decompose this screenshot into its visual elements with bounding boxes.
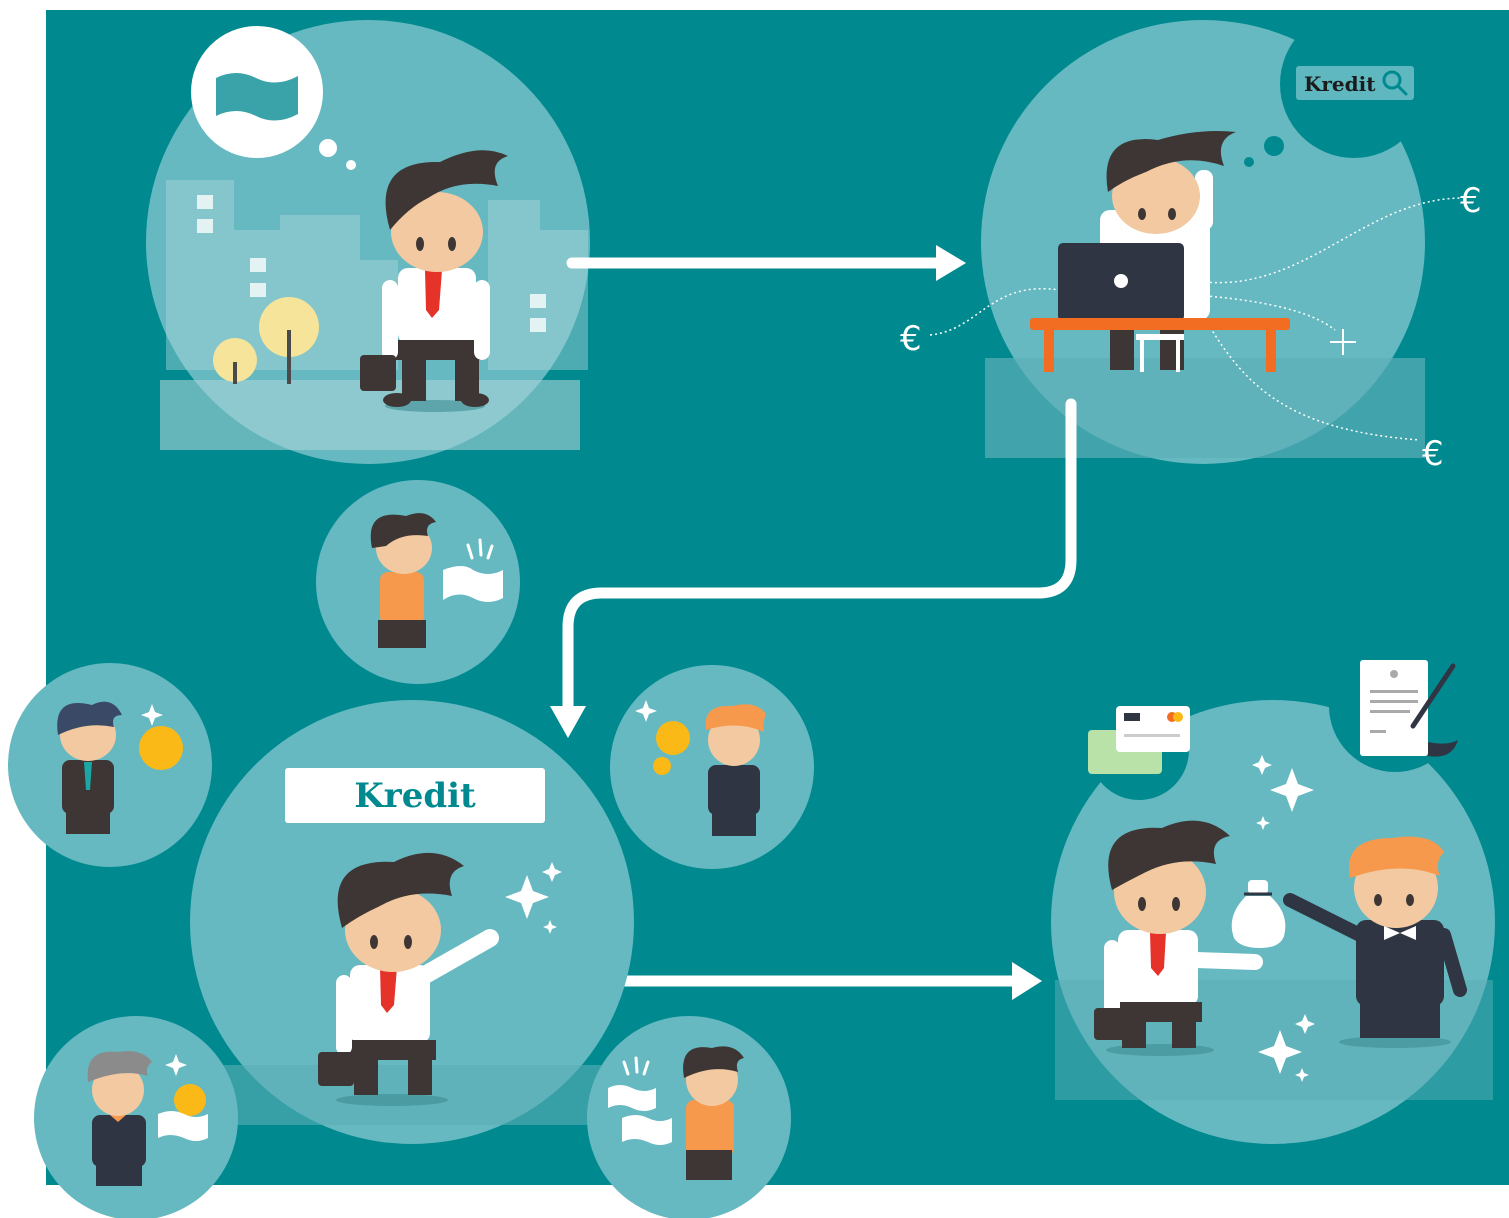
banknote-icon [443, 566, 503, 602]
briefcase-icon [360, 355, 396, 391]
banknote-icon [158, 1111, 208, 1141]
coin-icon [139, 726, 183, 770]
businessman-thinking [360, 150, 508, 412]
kredit-banner [285, 768, 545, 823]
arrow-down-path [562, 398, 1077, 718]
sparkle-icon [1252, 755, 1315, 1082]
money-bag-icon [1231, 880, 1286, 948]
dotted-connection-lines [929, 197, 1461, 441]
bubble-orange-shirt-two-notes [587, 1016, 791, 1218]
scene-searching: Kredit € € € [900, 10, 1482, 474]
euro-symbol: € [900, 319, 922, 359]
euro-symbol: € [1422, 434, 1444, 474]
sparkle-icon [505, 862, 562, 934]
building-windows [197, 195, 546, 332]
city-skyline [166, 180, 588, 370]
banknote-icon [216, 73, 298, 121]
scene-receiving-money [1051, 640, 1495, 1144]
coin-icon [656, 721, 690, 755]
pen-icon [1410, 663, 1456, 729]
scene-kredit: Kredit [190, 700, 634, 1144]
credit-card-icon [1088, 706, 1190, 774]
banknote-icon [608, 1085, 656, 1111]
plus-sparkle [1330, 329, 1356, 355]
briefcase-icon [1094, 1008, 1128, 1040]
briefcase-icon [318, 1052, 354, 1086]
euro-symbol: € [1460, 181, 1482, 221]
bubble-gray-hair-coin [34, 1016, 238, 1218]
flow-arrows [550, 245, 1077, 1000]
contract-icon [1360, 660, 1458, 757]
coin-icon [653, 757, 671, 775]
banker-giving-money [1283, 836, 1467, 1048]
scene-thinking [146, 20, 590, 464]
bubble-coin-man [8, 663, 212, 867]
desk [1030, 318, 1290, 372]
search-icon [1382, 70, 1408, 96]
businessman-celebrating [318, 852, 499, 1106]
bubble-orange-hair-coins [610, 665, 814, 869]
search-label: Kredit [1304, 72, 1376, 96]
businessman-at-laptop [1058, 131, 1236, 370]
businessman-receiving [1094, 820, 1263, 1056]
banknote-icon [622, 1115, 672, 1145]
coin-icon [174, 1084, 206, 1116]
bubble-orange-shirt-banknote [316, 480, 520, 684]
kredit-banner-label: Kredit [354, 776, 476, 816]
tree-icon [213, 297, 319, 384]
